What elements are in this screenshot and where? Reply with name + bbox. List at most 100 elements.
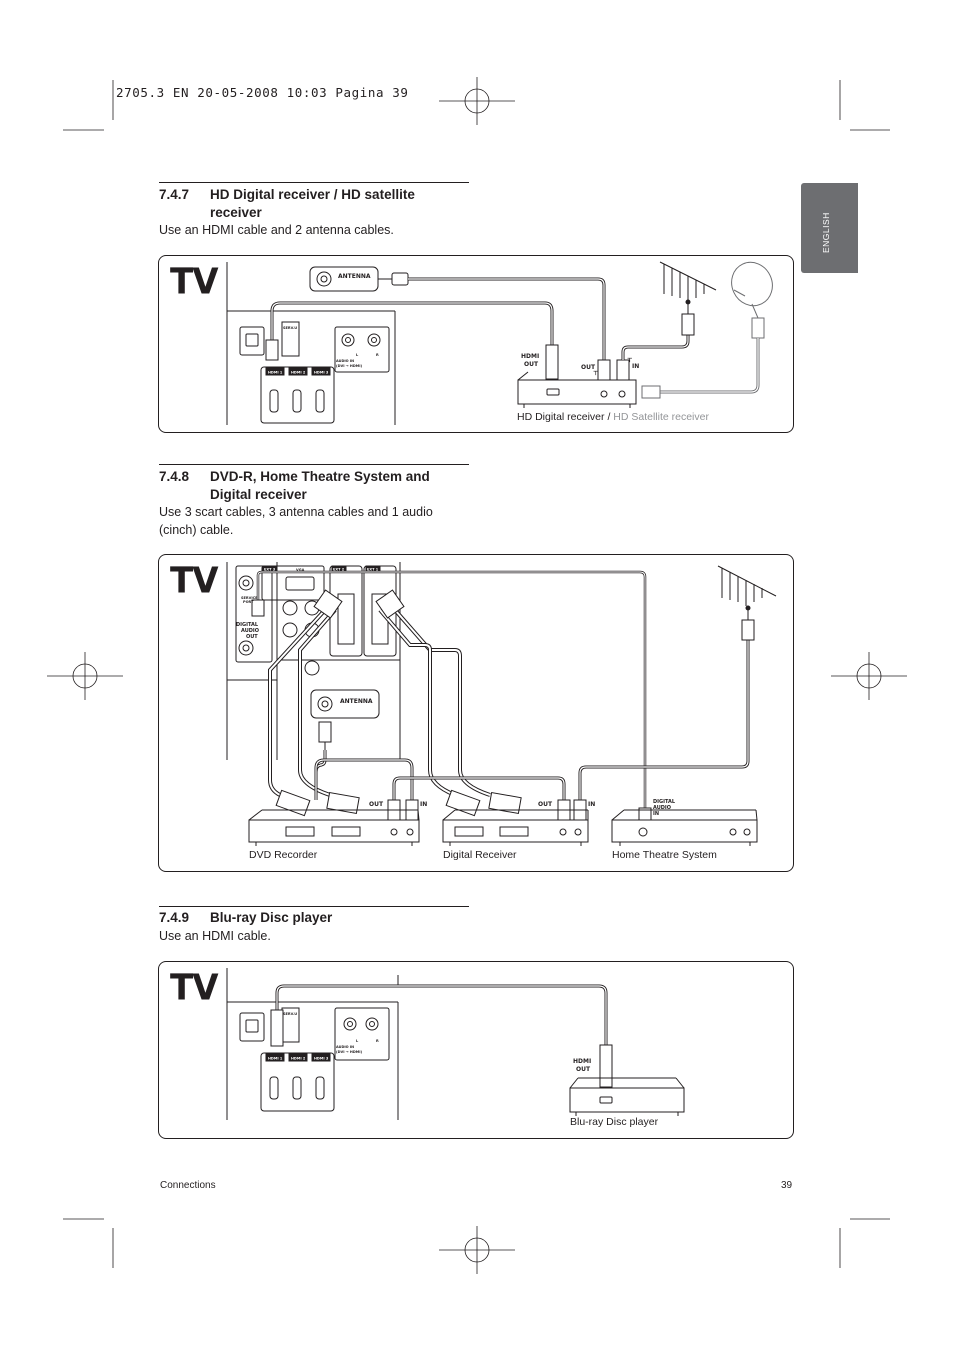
receiver-antenna-in-label: IN [588, 801, 595, 808]
section-rule [159, 464, 469, 465]
antenna-label: ANTENNA [340, 698, 373, 705]
dvd-recorder-caption: DVD Recorder [249, 849, 318, 861]
dvd-recorder-box [248, 819, 420, 843]
section-rule [159, 182, 469, 183]
audio-r-label: R [376, 353, 379, 357]
hdmi-out-label: HDMI [521, 353, 539, 360]
hdmi1-label: HDMI 1 [268, 371, 283, 375]
section-body: Use an HDMI cable. [159, 929, 271, 943]
svg-text:⊤: ⊤ [627, 357, 632, 364]
antenna-out-label: OUT [581, 364, 596, 371]
hd-receiver-box [517, 379, 637, 405]
antenna-label: ANTENNA [338, 273, 371, 280]
audio-l-label: L [356, 1039, 359, 1043]
diagram-dvd-hts [226, 562, 777, 846]
section-title-line: HD Digital receiver / HD satellite [210, 187, 415, 202]
registration-mark [438, 76, 516, 126]
section-title-line: DVD-R, Home Theatre System and [210, 469, 430, 484]
section-title: Blu-ray Disc player [210, 909, 332, 927]
audio-r-label: R [376, 1039, 379, 1043]
network-port [239, 326, 265, 356]
service-port-label: SERVICE [241, 596, 258, 600]
tv-label: TV [170, 967, 219, 1009]
section-body-line: (cinch) cable. [159, 523, 234, 537]
hdmi1-label: HDMI 1 [268, 1057, 283, 1061]
hdmi-ports [260, 366, 335, 424]
ext2-label: EXT 2 [333, 568, 345, 572]
network-port [239, 1012, 265, 1042]
tv-label: TV [170, 261, 219, 303]
vga-label: VGA [296, 568, 305, 572]
hdmi-out-label: HDMI [573, 1058, 591, 1065]
antenna-in-label: IN [632, 363, 639, 370]
page-number: 39 [781, 1180, 793, 1191]
hdmi-out-label: OUT [524, 361, 539, 368]
tv-label: TV [170, 560, 219, 602]
diagram-dvd-hts-labels: ANTENNA SERVICE PORT DIGITAL AUDIO OUT V… [236, 568, 676, 818]
service-port-label: PORT [243, 600, 254, 604]
section-title: DVD-R, Home Theatre System and Digital r… [210, 468, 430, 504]
bluray-player-box [569, 1087, 685, 1113]
registration-mark [438, 1225, 516, 1275]
antenna-socket [310, 689, 380, 719]
diagram-bluray [226, 968, 685, 1120]
audio-in-label: (DVI → HDMI) [336, 364, 363, 368]
audio-l-label: L [356, 353, 359, 357]
hdmi3-label: HDMI 3 [314, 371, 329, 375]
audio-in-box [334, 1007, 390, 1061]
hts-digital-audio-label: DIGITAL [653, 799, 676, 805]
dvd-antenna-in-label: IN [420, 801, 427, 808]
crop-marks [63, 80, 890, 1268]
caption-text: HD Digital receiver / [517, 411, 611, 423]
home-theatre-caption: Home Theatre System [612, 849, 717, 861]
section-number: 7.4.8 [159, 469, 190, 484]
section-body: Use an HDMI cable and 2 antenna cables. [159, 223, 394, 237]
audio-in-label: AUDIO IN [336, 1045, 354, 1049]
bluray-caption: Blu-ray Disc player [570, 1116, 659, 1128]
section-number: 7.4.7 [159, 187, 190, 202]
svg-text:⊤: ⊤ [593, 370, 598, 377]
section-body-line: Use 3 scart cables, 3 antenna cables and… [159, 505, 433, 519]
receiver-antenna-out-label: OUT [538, 801, 553, 808]
digital-audio-label: DIGITAL [236, 622, 259, 628]
hdmi-out-label: OUT [576, 1066, 591, 1073]
language-tab: ENGLISH [801, 183, 858, 273]
print-header: 2705.3 EN 20-05-2008 10:03 Pagina 39 [116, 85, 409, 100]
hdmi-ports [260, 1052, 335, 1112]
hd-receiver-caption: HD Digital receiver / HD Satellite recei… [517, 411, 709, 423]
footer-section-name: Connections [160, 1180, 216, 1191]
audio-in-box [334, 326, 390, 373]
hdmi3-label: HDMI 3 [314, 1057, 329, 1061]
section-title-line: receiver [210, 205, 262, 220]
diagram-bluray-labels: HDMI OUT AUDIO IN (DVI → HDMI) L R HDMI … [268, 1012, 591, 1073]
section-rule [159, 906, 469, 907]
ext1-label: EXT 1 [367, 568, 379, 572]
serv-label: SERV.U [283, 1012, 297, 1016]
ext3-label: EXT 3 [264, 568, 276, 572]
section-number: 7.4.9 [159, 910, 190, 925]
digital-audio-label: AUDIO [241, 628, 259, 634]
vga-port [261, 565, 325, 601]
serv-label: SERV.U [283, 326, 297, 330]
section-title-line: Blu-ray Disc player [210, 910, 333, 925]
caption-text-grey: HD Satellite receiver [613, 411, 709, 423]
section-title: HD Digital receiver / HD satellite recei… [210, 186, 415, 222]
diagram-hd-receiver [226, 261, 773, 425]
hdmi2-label: HDMI 2 [291, 371, 306, 375]
hts-digital-audio-label: AUDIO [653, 805, 671, 811]
digital-receiver-box [442, 819, 589, 843]
service-audio-box [235, 565, 273, 663]
section-body: Use 3 scart cables, 3 antenna cables and… [159, 503, 433, 539]
digital-receiver-caption: Digital Receiver [443, 849, 517, 861]
hdmi2-label: HDMI 2 [291, 1057, 306, 1061]
diagram-panel-bluray [158, 961, 794, 1139]
dvd-antenna-out-label: OUT [369, 801, 384, 808]
audio-in-label: (DVI → HDMI) [336, 1050, 363, 1054]
digital-audio-label: OUT [246, 634, 258, 640]
hts-digital-audio-label: IN [653, 811, 659, 817]
home-theatre-box [611, 819, 758, 843]
registration-mark [830, 651, 908, 701]
audio-in-label: AUDIO IN [336, 359, 354, 363]
registration-mark [46, 651, 124, 701]
